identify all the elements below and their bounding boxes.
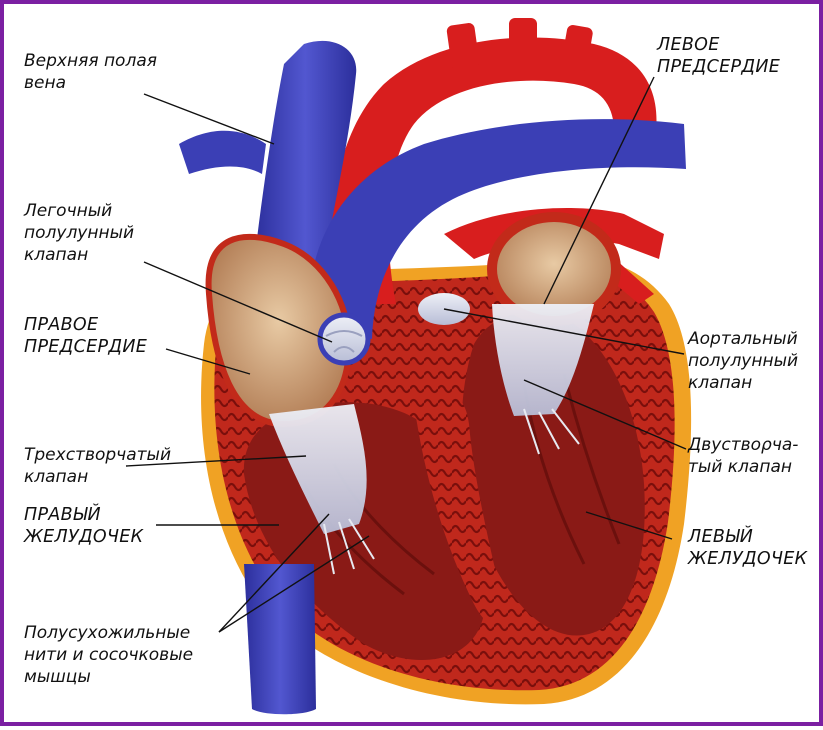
label-tricuspid-valve: Трехстворчатый клапан <box>24 444 171 488</box>
label-right-atrium: ПРАВОЕ ПРЕДСЕРДИЕ <box>24 314 147 358</box>
label-superior-vena-cava: Верхняя полая вена <box>24 50 157 94</box>
label-chordae-tendineae: Полусухожильные нити и сосочковые мышцы <box>24 622 193 688</box>
pulmonary-valve <box>320 315 368 363</box>
label-mitral-valve: Двуствορча- тый клапан <box>688 434 798 478</box>
label-right-ventricle: ПРАВЫЙ ЖЕЛУДОЧЕК <box>24 504 143 548</box>
label-aortic-valve: Аортальный полулунный клапан <box>688 328 798 394</box>
label-left-ventricle: ЛЕВЫЙ ЖЕЛУДОЧЕК <box>688 526 807 570</box>
label-pulmonary-valve: Легочный полулунный клапан <box>24 200 134 266</box>
label-left-atrium: ЛЕВОЕ ПРЕДСЕРДИЕ <box>657 34 780 78</box>
inferior-vena-cava <box>244 564 316 714</box>
